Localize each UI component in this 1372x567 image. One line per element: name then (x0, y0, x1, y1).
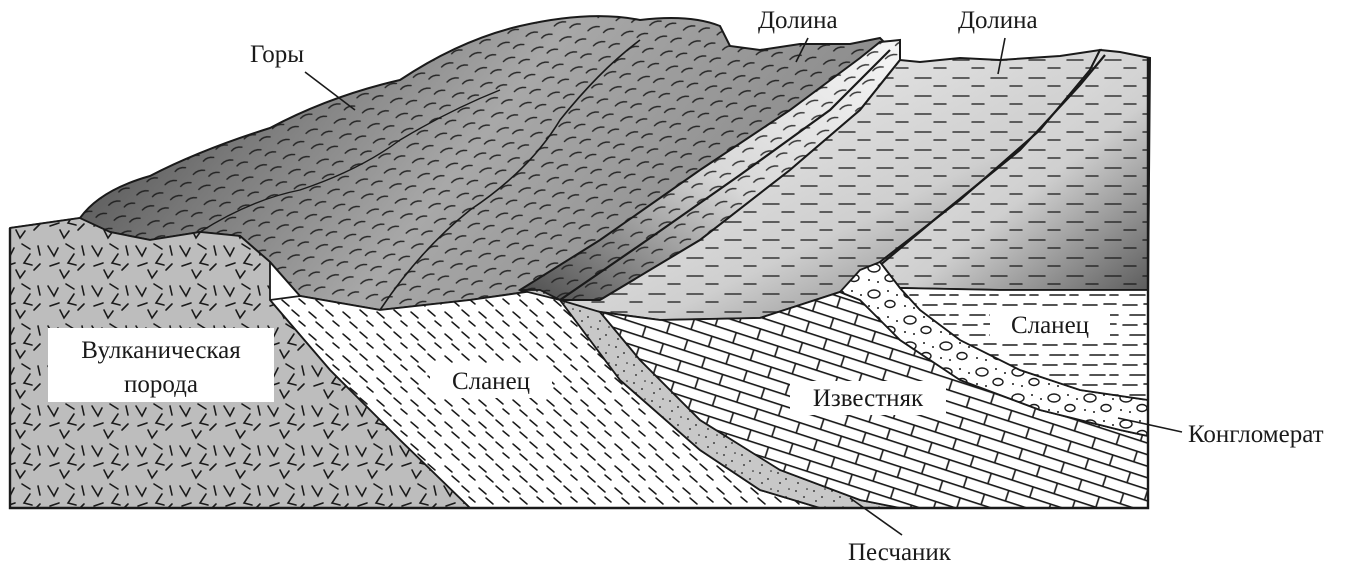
label-shale-right: Сланец (1011, 312, 1089, 339)
label-limestone: Известняк (813, 385, 924, 412)
label-sandstone: Песчаник (848, 539, 952, 566)
label-volcanic-line2: порода (124, 371, 198, 398)
label-conglomerate: Конгломерат (1188, 421, 1324, 448)
label-valley-2: Долина (958, 7, 1038, 34)
label-shale-left: Сланец (452, 368, 530, 395)
label-valley-1: Долина (758, 7, 838, 34)
label-volcanic-line1: Вулканическая (81, 337, 241, 364)
label-mountains: Горы (250, 41, 304, 68)
